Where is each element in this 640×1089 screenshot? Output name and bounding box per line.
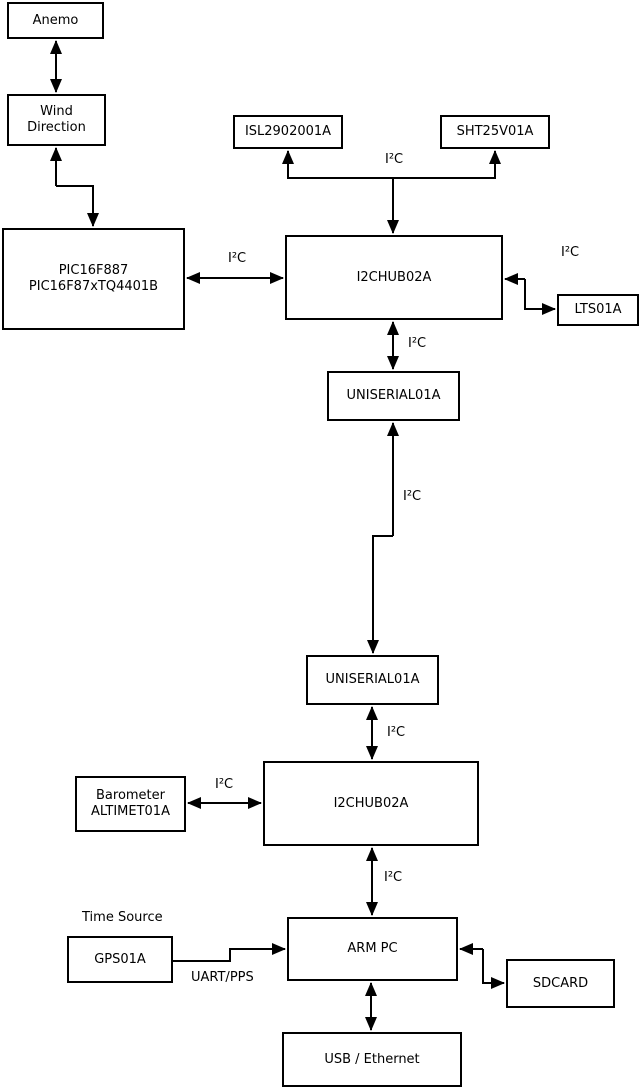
edge-label-time-source: Time Source [82,910,163,925]
node-usb-ethernet: USB / Ethernet [282,1032,462,1087]
node-uniserial01a-lower: UNISERIAL01A [306,655,439,705]
edge-label-i2c-hub2-armpc: I²C [384,870,403,885]
edge-label-i2c-sensors-top: I²C [385,152,404,167]
node-gps01a-label: GPS01A [94,951,146,967]
node-uniserial01a-lower-label: UNISERIAL01A [325,672,420,687]
node-pic16f887-label-line2: PIC16F87xTQ4401B [28,279,159,294]
node-pic16f887-label-line1: PIC16F887 [58,263,129,278]
edge-label-i2c-barometer-hub2: I²C [215,777,234,792]
node-uniserial01a-upper: UNISERIAL01A [327,371,460,421]
edge-label-i2c-uniserial2-hub2: I²C [387,725,406,740]
edge-hub1-lts [504,273,556,315]
node-wind-direction-label-line2: Direction [27,120,86,135]
edge-uniserial-link [367,422,399,654]
node-sht25v01a: SHT25V01A [440,115,550,149]
node-wind-direction-label-line1: Wind [40,104,73,119]
node-arm-pc: ARM PC [287,917,458,981]
node-usb-ethernet-label: USB / Ethernet [324,1051,420,1067]
node-sht25v01a-label: SHT25V01A [456,124,534,139]
node-gps01a: GPS01A [67,936,173,983]
node-i2chub02a-upper-label: I2CHUB02A [356,269,432,285]
node-anemo: Anemo [7,2,104,39]
node-sdcard-label: SDCARD [532,975,589,991]
node-lts01a-label: LTS01A [574,302,622,317]
edge-label-i2c-uniserial-link: I²C [403,489,422,504]
edge-winddirection-pic [50,147,99,227]
node-arm-pc-label: ARM PC [347,941,398,956]
edge-label-uart-pps: UART/PPS [191,970,254,985]
node-i2chub02a-upper: I2CHUB02A [285,235,503,320]
node-i2chub02a-lower-label: I2CHUB02A [333,795,409,811]
edge-hub1-sensors [282,150,501,234]
node-pic16f887: PIC16F887 PIC16F87xTQ4401B [2,228,185,330]
node-wind-direction: Wind Direction [7,94,106,146]
node-sdcard: SDCARD [506,959,615,1008]
node-barometer-label-line2: ALTIMET01A [91,804,170,819]
edge-label-i2c-hub1-lts: I²C [561,245,580,260]
edge-label-i2c-hub1-uniserial1: I²C [408,336,427,351]
node-lts01a: LTS01A [557,294,639,326]
node-barometer-altimet01a: Barometer ALTIMET01A [75,776,186,832]
node-isl2902001a: ISL2902001A [233,115,343,149]
edge-gps-armpc [173,943,286,962]
edge-label-i2c-pic-hub1: I²C [228,251,247,266]
node-barometer-label-line1: Barometer [96,788,165,803]
edge-armpc-sdcard [459,943,505,989]
node-uniserial01a-upper-label: UNISERIAL01A [346,388,441,403]
node-i2chub02a-lower: I2CHUB02A [263,761,479,846]
node-isl2902001a-label: ISL2902001A [244,124,332,139]
node-anemo-label: Anemo [32,12,79,28]
